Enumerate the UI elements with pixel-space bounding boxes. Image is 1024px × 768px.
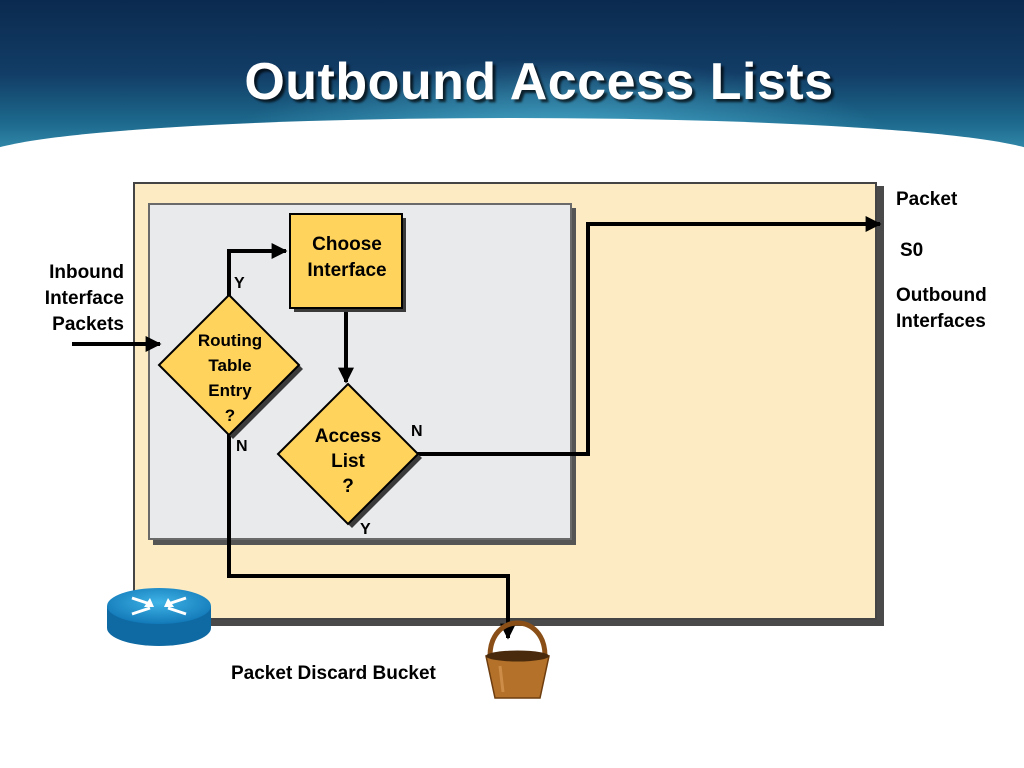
choose-interface-label: Choose Interface	[290, 232, 404, 284]
routing-yes-connector	[227, 243, 288, 296]
routing-table-text-2: Table	[208, 356, 252, 375]
access-list-text-3: ?	[342, 476, 354, 497]
access-list-diamond	[276, 382, 420, 526]
routing-table-text-4: ?	[224, 406, 236, 425]
choose-interface-text-1: Choose	[312, 234, 382, 255]
outbound-text-2: Interfaces	[896, 311, 986, 332]
access-no-connector	[417, 216, 882, 456]
inbound-packets-label: Inbound Interface Packets	[14, 260, 124, 338]
inbound-text-3: Packets	[52, 314, 124, 335]
access-list-label: Access List ?	[298, 424, 398, 499]
outbound-text-1: Outbound	[896, 285, 987, 306]
inbound-text-1: Inbound	[49, 262, 124, 283]
router-icon	[107, 588, 211, 646]
access-list-text-2: List	[331, 451, 365, 472]
routing-table-text-3: Entry	[208, 381, 252, 400]
routing-table-diamond	[157, 293, 301, 437]
discard-bucket-label: Packet Discard Bucket	[231, 663, 436, 684]
choose-interface-text-2: Interface	[307, 260, 387, 281]
routing-yes-label: Y	[234, 275, 245, 292]
outbound-interfaces-label: Outbound Interfaces	[896, 283, 987, 335]
s0-label: S0	[900, 240, 924, 261]
packet-label: Packet	[896, 189, 958, 210]
access-list-text-1: Access	[314, 426, 382, 447]
inbound-text-2: Interface	[44, 288, 124, 309]
routing-table-label: Routing Table Entry ?	[179, 328, 281, 428]
routing-table-text-1: Routing	[197, 331, 263, 350]
access-no-label: N	[411, 423, 423, 440]
access-yes-label: Y	[360, 521, 371, 538]
routing-no-label: N	[236, 438, 248, 455]
routing-no-connector	[227, 432, 516, 640]
slide-title: Outbound Access Lists	[244, 53, 834, 111]
choose-interface-box	[289, 213, 403, 309]
bucket-icon	[485, 620, 550, 699]
